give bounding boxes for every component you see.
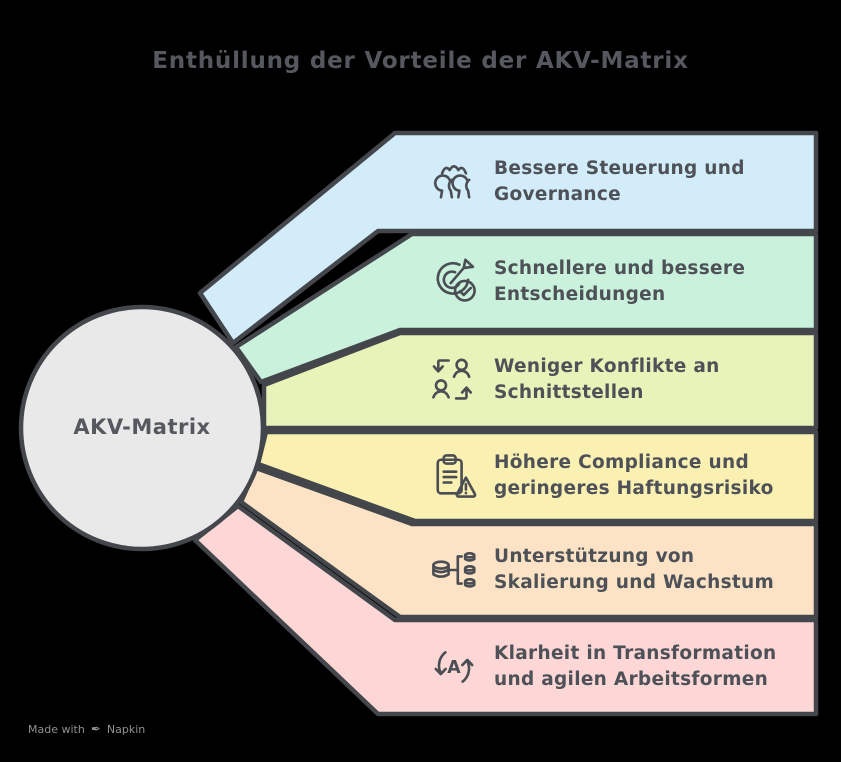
database-scaling-icon <box>428 544 480 596</box>
benefit-line: und agilen Arbeitsformen <box>494 669 769 690</box>
benefit-label: Schnellere und bessere Entscheidungen <box>494 256 745 307</box>
benefit-label: Bessere Steuerung und Governance <box>494 156 745 207</box>
benefit-label: Höhere Compliance und geringeres Haftung… <box>494 450 774 501</box>
team-group-icon <box>428 156 480 208</box>
made-with-label: Made with <box>28 722 85 736</box>
center-circle-label: AKV-Matrix <box>73 415 211 439</box>
benefit-row-decisions: Schnellere und bessere Entscheidungen <box>428 242 813 322</box>
napkin-pen-icon: ✒ <box>90 722 101 736</box>
benefit-line: Klarheit in Transformation <box>494 643 777 665</box>
benefit-line: Entscheidungen <box>494 284 666 305</box>
benefit-row-governance: Bessere Steuerung und Governance <box>428 142 813 222</box>
benefit-line: Bessere Steuerung und <box>494 158 745 180</box>
band-5-shape <box>238 465 819 620</box>
benefit-line: Höhere Compliance und <box>494 452 750 474</box>
people-exchange-icon <box>428 354 480 406</box>
transformation-cycle-icon: A <box>428 641 480 693</box>
made-with-napkin-badge: Made with ✒ Napkin <box>28 722 145 736</box>
band-1-shape <box>197 130 819 346</box>
band-2-shape <box>233 231 819 385</box>
benefit-line: Skalierung und Wachstum <box>494 572 775 593</box>
target-check-icon <box>428 256 480 308</box>
napkin-brand-label: Napkin <box>106 722 146 736</box>
benefit-line: Governance <box>494 184 621 205</box>
benefit-label: Unterstützung von Skalierung und Wachstu… <box>494 544 774 595</box>
band-6-shape <box>192 503 819 717</box>
page-title: Enthüllung der Vorteile der AKV-Matrix <box>152 48 689 74</box>
benefit-row-compliance: Höhere Compliance und geringeres Haftung… <box>428 436 813 516</box>
benefit-line: Schnellere und bessere <box>494 258 746 280</box>
benefit-line: Weniger Konflikte an <box>494 356 720 378</box>
clipboard-warning-icon <box>428 450 480 502</box>
benefit-line: Unterstützung von <box>494 546 695 568</box>
benefit-label: Klarheit in Transformation und agilen Ar… <box>494 641 776 692</box>
benefit-row-conflicts: Weniger Konflikte an Schnittstellen <box>428 340 813 420</box>
benefit-row-transformation: A Klarheit in Transformation und agilen … <box>428 627 813 707</box>
benefit-line: Schnittstellen <box>494 382 644 403</box>
benefit-line: geringeres Haftungsrisiko <box>494 478 774 499</box>
center-circle-shape <box>18 304 266 552</box>
benefit-label: Weniger Konflikte an Schnittstellen <box>494 354 720 405</box>
svg-text:A: A <box>447 658 461 678</box>
benefit-row-scaling: Unterstützung von Skalierung und Wachstu… <box>428 530 813 610</box>
